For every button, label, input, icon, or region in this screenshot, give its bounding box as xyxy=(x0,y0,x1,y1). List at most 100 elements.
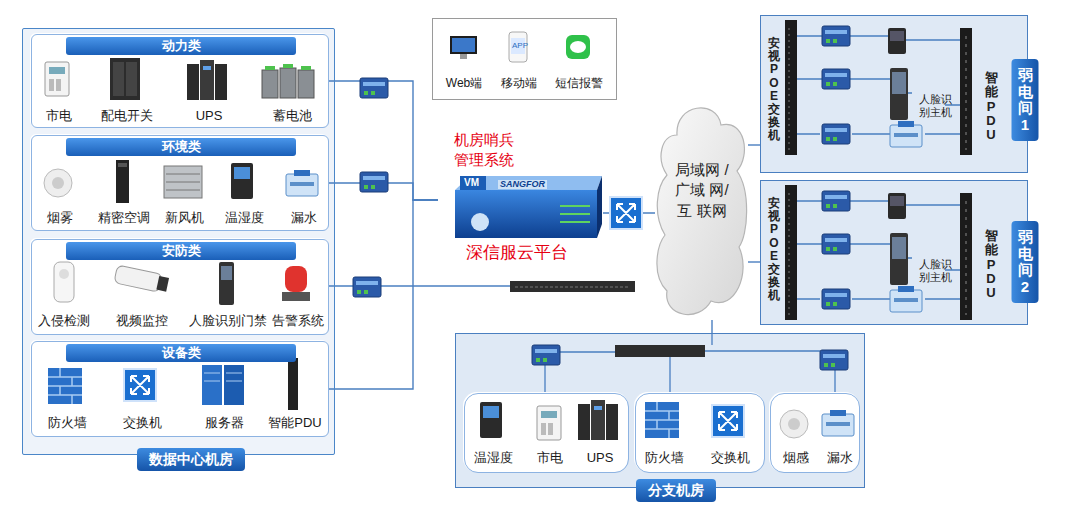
room-panel: 弱电间2安视POE交换机人脸识 别主机智能PDU xyxy=(760,180,1028,325)
panel-tab: 弱电间1 xyxy=(1012,59,1039,141)
device-shape xyxy=(760,180,1028,325)
drawn-line xyxy=(906,40,960,134)
device-shape xyxy=(126,62,137,96)
device-shape xyxy=(30,238,328,334)
node-label: 人脸识别门禁 xyxy=(189,313,267,329)
category-header: 安防类 xyxy=(66,242,296,260)
device-shape xyxy=(113,62,124,96)
drawn-line xyxy=(545,357,835,392)
node-label: 防火墙 xyxy=(645,450,684,466)
device-copy xyxy=(890,121,922,147)
device-copy xyxy=(822,26,850,46)
category-header: 环境类 xyxy=(66,138,296,156)
node-label: 视频监控 xyxy=(116,313,168,329)
device-shape xyxy=(59,269,69,279)
device-shape xyxy=(452,38,475,52)
device-shape xyxy=(282,292,310,301)
node-label: 安视POE交换机 xyxy=(768,37,780,143)
network-link xyxy=(329,200,438,389)
device-copy xyxy=(286,170,318,196)
device-copy xyxy=(360,172,388,192)
node-label: 安视POE交换机 xyxy=(768,197,780,303)
device-shape xyxy=(54,262,74,302)
panel-tab: 弱电间2 xyxy=(1012,221,1039,303)
device-shape xyxy=(30,340,328,436)
device-shape xyxy=(460,176,486,190)
node-label: 温湿度 xyxy=(474,450,513,466)
device-shape xyxy=(471,213,489,231)
drawn-line xyxy=(204,373,242,381)
node-label: 人脸识 别主机 xyxy=(916,258,954,284)
device-group: 防火墙交换机 xyxy=(635,393,765,473)
drawn-line xyxy=(850,36,890,134)
node-label: 市电 xyxy=(537,450,563,466)
drawn-line xyxy=(515,287,630,288)
device-shape xyxy=(450,36,477,54)
node-label: 智能PDU xyxy=(985,229,998,300)
drawn-line xyxy=(657,108,747,315)
panel-tab: 分支机房 xyxy=(636,479,716,502)
device-shape xyxy=(118,163,127,167)
category-panel: 环境类烟雾精密空调新风机温湿度漏水 xyxy=(31,135,329,231)
device-shape xyxy=(114,265,163,292)
node-label: 烟雾 xyxy=(47,210,73,226)
device-shape xyxy=(890,68,908,120)
node-label: 配电开关 xyxy=(101,108,153,124)
node-label: 漏水 xyxy=(827,450,853,466)
device-copy xyxy=(48,368,82,404)
device-copy xyxy=(712,405,744,437)
node-label: 新风机 xyxy=(165,210,204,226)
device-shape xyxy=(566,35,590,59)
device-copy xyxy=(780,410,808,438)
device-shape xyxy=(455,333,865,488)
device-shape xyxy=(262,70,278,98)
device-copy xyxy=(231,163,253,199)
network-link xyxy=(748,144,760,145)
device-shape xyxy=(890,31,904,41)
device-group-shape xyxy=(328,36,960,392)
room-panel: 数据中心机房动力类市电配电开关UPS蓄电池环境类烟雾精密空调新风机温湿度漏水安防… xyxy=(22,28,335,455)
device-copy xyxy=(44,169,72,197)
node-label: UPS xyxy=(587,450,614,466)
device-copy xyxy=(353,277,381,297)
device-shape xyxy=(455,190,597,238)
device-shape xyxy=(283,64,293,68)
device-group-shape xyxy=(262,68,314,98)
device-shape xyxy=(570,41,586,53)
node-label: 人脸识 别主机 xyxy=(916,93,954,119)
category-header: 设备类 xyxy=(66,344,296,362)
device-copy xyxy=(187,60,227,100)
device-group: 温湿度 市电 UPS xyxy=(464,393,629,473)
device-shape xyxy=(30,134,328,230)
node-label: UPS xyxy=(196,108,223,124)
network-link xyxy=(711,320,712,333)
device-shape xyxy=(202,365,222,405)
device-copy xyxy=(124,369,156,401)
node-label: 防火墙 xyxy=(48,415,87,431)
device-shape xyxy=(301,66,311,70)
node-label: 入侵检测 xyxy=(38,313,90,329)
node-label: 局域网 /广域 网/互 联网 xyxy=(675,160,729,221)
network-cloud: 局域网 /广域 网/互 联网 xyxy=(655,95,748,320)
room-panel: 分支机房温湿度市电UPS防火墙交换机烟感漏水 xyxy=(455,333,865,488)
device-shape xyxy=(455,176,602,190)
device-shape xyxy=(615,345,705,357)
node-label: 漏水 xyxy=(291,210,317,226)
device-copy xyxy=(820,350,848,370)
node-label: 交换机 xyxy=(123,415,162,431)
device-copy xyxy=(822,69,850,89)
room-panel: 弱电间1安视POE交换机人脸识 别主机智能PDU xyxy=(760,15,1028,173)
device-shape xyxy=(110,58,140,100)
node-label: 蓄电池 xyxy=(273,108,312,124)
device-shape xyxy=(224,365,244,405)
node-label: 烟感 xyxy=(783,450,809,466)
device-shape xyxy=(597,176,602,238)
device-shape xyxy=(769,392,859,472)
device-copy xyxy=(797,201,960,299)
device-group: 烟感 漏水 xyxy=(770,393,860,473)
device-shape xyxy=(510,281,635,292)
node-label: 机房哨兵 管理系统 xyxy=(447,130,522,169)
node-label: 服务器 xyxy=(205,415,244,431)
device-copy xyxy=(610,197,642,229)
